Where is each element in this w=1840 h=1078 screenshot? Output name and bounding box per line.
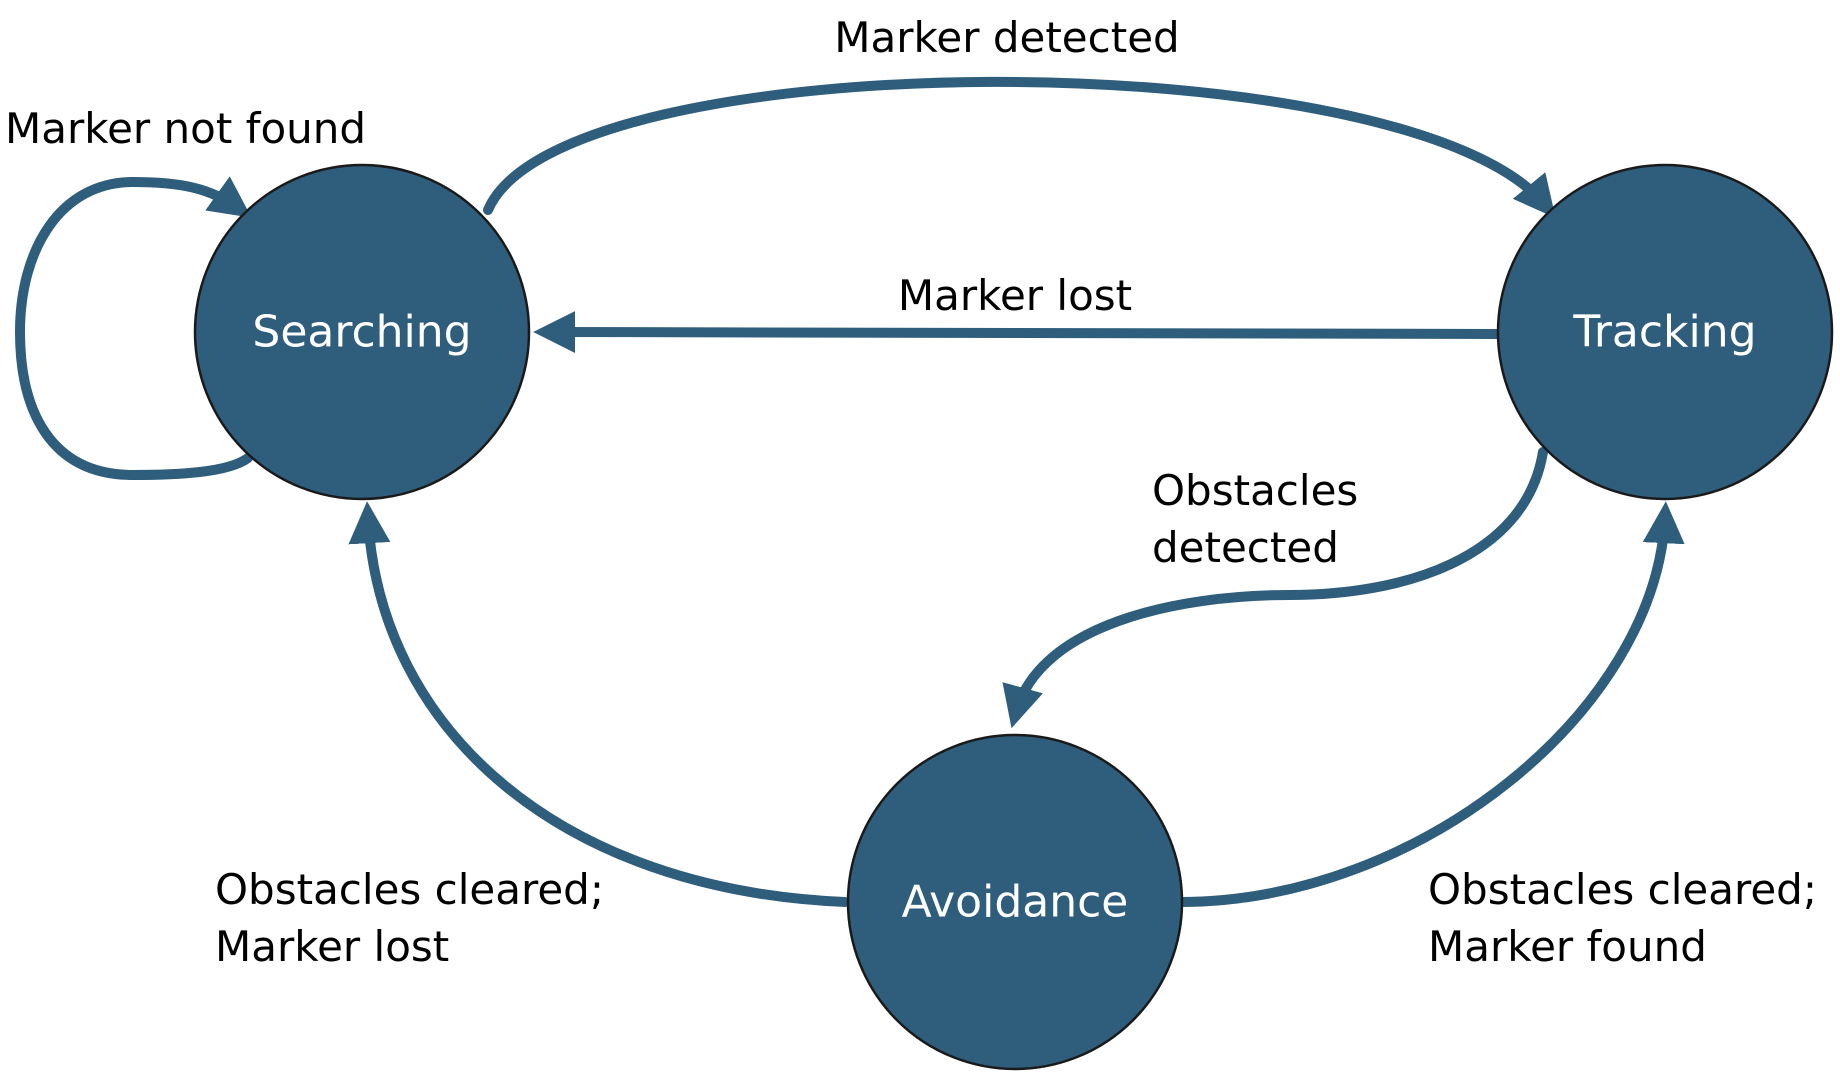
edge-cleared-marker-found	[1175, 501, 1685, 907]
state-searching-circle	[193, 163, 531, 501]
state-avoidance-label: Avoidance	[902, 877, 1129, 928]
label-cleared-lost-line2: Marker lost	[215, 922, 449, 971]
edge-marker-not-found	[15, 176, 253, 480]
edge-obstacles-detected	[1002, 447, 1548, 729]
state-tracking-circle	[1496, 163, 1834, 501]
state-tracking: Tracking	[1496, 163, 1834, 501]
label-cleared-found-line1: Obstacles cleared;	[1428, 865, 1817, 914]
edge-marker-lost	[533, 311, 1502, 354]
label-marker-lost: Marker lost	[898, 271, 1132, 320]
state-avoidance-circle	[846, 733, 1184, 1071]
label-cleared-found-line2: Marker found	[1428, 922, 1707, 971]
state-tracking-label: Tracking	[1572, 307, 1756, 358]
label-marker-detected: Marker detected	[834, 13, 1179, 62]
edge-marker-detected	[483, 76, 1556, 218]
label-cleared-lost-line1: Obstacles cleared;	[215, 865, 604, 914]
edge-cleared-marker-lost	[348, 501, 850, 907]
state-searching: Searching	[193, 163, 531, 501]
label-obstacles-detected-line2: detected	[1152, 523, 1339, 572]
label-obstacles-detected-line1: Obstacles	[1152, 466, 1358, 515]
label-marker-not-found: Marker not found	[5, 104, 366, 153]
state-searching-label: Searching	[252, 307, 471, 358]
state-avoidance: Avoidance	[846, 733, 1184, 1071]
